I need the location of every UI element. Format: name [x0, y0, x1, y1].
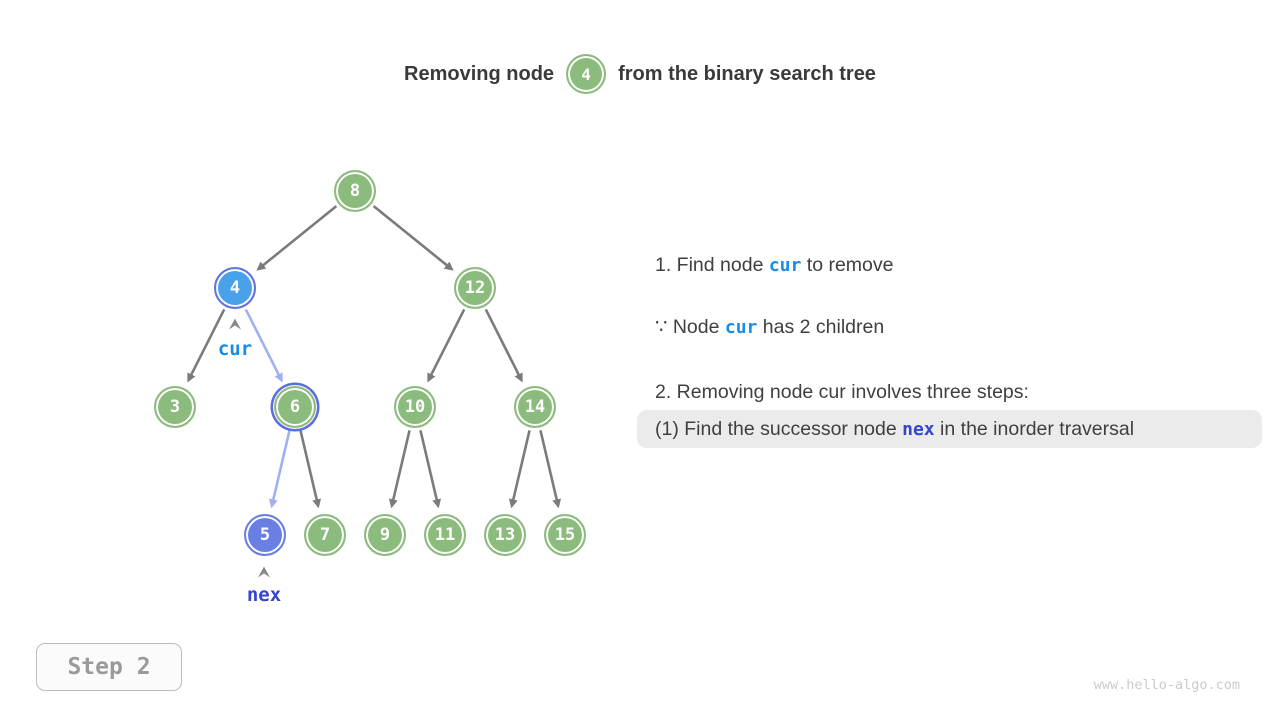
pointer-label-cur: cur — [217, 338, 253, 360]
title-node: 4 — [566, 54, 607, 94]
note-step1: 1. Find node cur to remove — [655, 253, 893, 278]
tree-node-3: 3 — [154, 386, 196, 428]
note-text: (1) Find the successor node — [655, 418, 903, 440]
tree-edge-6-7 — [299, 430, 322, 509]
title-suffix: from the binary search tree — [618, 62, 876, 85]
note-because: ∵ Node cur has 2 children — [655, 315, 884, 340]
tree-edge-10-11 — [419, 430, 442, 509]
step-badge: Step 2 — [36, 643, 182, 691]
tree-node-14: 14 — [514, 386, 556, 428]
note-text: ∵ Node — [655, 316, 725, 338]
note-text: has 2 children — [757, 316, 885, 338]
keyword-cur: cur — [724, 317, 758, 338]
tree-edge-12-10 — [427, 308, 466, 383]
tree-edge-12-14 — [484, 308, 523, 383]
tree-node-15: 15 — [544, 514, 586, 556]
tree-edge-6-5 — [268, 430, 291, 509]
keyword-nex: nex — [902, 419, 935, 440]
tree-node-12: 12 — [454, 267, 496, 309]
watermark: www.hello-algo.com — [1093, 677, 1240, 693]
pointer-caret-nex — [258, 566, 270, 578]
tree-node-10: 10 — [394, 386, 436, 428]
tree-node-4: 4 — [214, 267, 256, 309]
tree-edge-10-9 — [388, 430, 411, 509]
note-text: to remove — [801, 254, 894, 276]
tree-node-11: 11 — [424, 514, 466, 556]
tree-edge-14-13 — [508, 430, 531, 509]
tree-node-7: 7 — [304, 514, 346, 556]
tree-node-13: 13 — [484, 514, 526, 556]
tree-edge-8-12 — [372, 205, 454, 271]
title-prefix: Removing node — [404, 62, 555, 85]
tree-edge-14-15 — [539, 430, 562, 509]
tree-node-5: 5 — [244, 514, 286, 556]
tree-node-8: 8 — [334, 170, 376, 212]
note-step2: 2. Removing node cur involves three step… — [655, 380, 1029, 404]
tree-edge-8-4 — [256, 205, 338, 271]
tree-node-6: 6 — [274, 386, 316, 428]
figure-title: Removing node 4 from the binary search t… — [0, 48, 1280, 100]
pointer-caret-cur — [229, 318, 241, 330]
note-text: 1. Find node — [655, 254, 769, 276]
note-text: in the inorder traversal — [934, 418, 1135, 440]
step-badge-label: Step 2 — [67, 654, 151, 680]
pointer-label-nex: nex — [246, 584, 282, 606]
note-text: 2. Removing node cur involves three step… — [655, 381, 1029, 403]
tree-node-9: 9 — [364, 514, 406, 556]
keyword-cur: cur — [768, 255, 802, 276]
note-substep1: (1) Find the successor node nex in the i… — [637, 410, 1262, 448]
